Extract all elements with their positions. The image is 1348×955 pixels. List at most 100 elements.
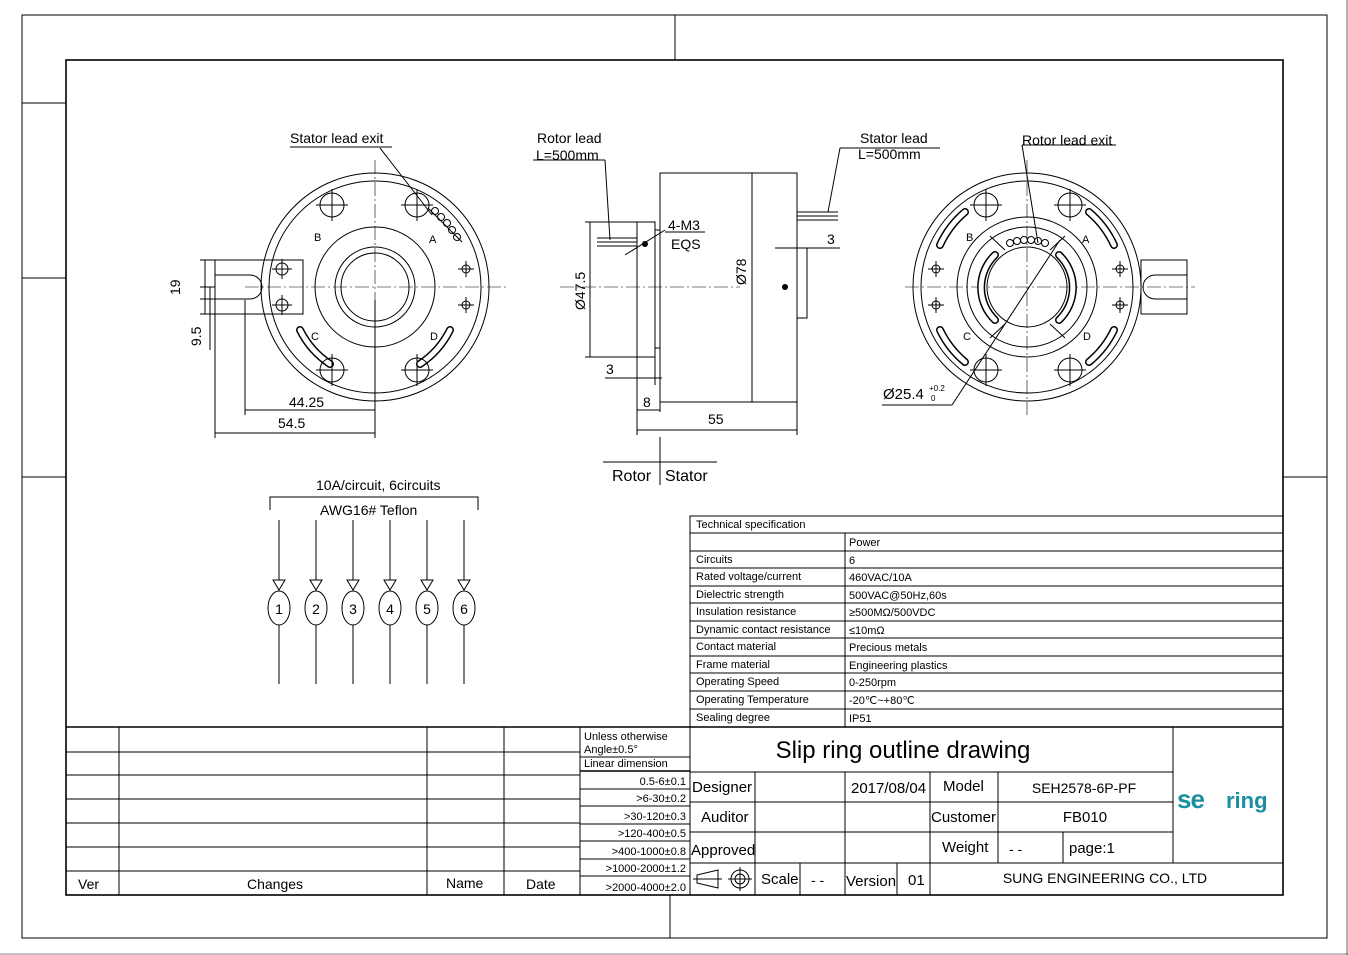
- label-c: C: [311, 331, 319, 343]
- spec-row: Frame material Engineering plastics: [696, 659, 948, 672]
- label-d: D: [1083, 331, 1091, 343]
- spec-value: ≤10mΩ: [849, 625, 885, 637]
- dim-19: 19: [167, 279, 183, 295]
- spec-value: 500VAC@50Hz,60s: [849, 590, 947, 602]
- label-a: A: [429, 234, 437, 246]
- label-d: D: [430, 331, 438, 343]
- spec-row: Insulation resistance≥500MΩ/500VDC: [696, 606, 935, 619]
- spec-header-power: Power: [849, 537, 881, 549]
- left-end-view: Stator lead exit 19 9.5 44.25 54.5 B A C…: [167, 130, 508, 438]
- logo-se: se: [1177, 784, 1204, 814]
- spec-label: Dielectric strength: [696, 589, 784, 601]
- spec-row: Contact material Precious metals: [696, 641, 928, 654]
- dim-55: 55: [708, 411, 724, 427]
- circuit-6: 6: [452, 520, 476, 684]
- spec-value: Precious metals: [849, 642, 928, 654]
- circuit-number: 4: [386, 601, 394, 617]
- circuit-number: 1: [275, 601, 283, 617]
- stator-lead-length: L=500mm: [858, 146, 921, 162]
- spec-label: Operating Speed: [696, 676, 779, 688]
- right-end-view: Rotor lead exit Ø25.4 +0.2 0 B A C D: [882, 132, 1195, 415]
- stator-lead-exit-label: Stator lead exit: [290, 130, 383, 146]
- logo-ring: ring: [1226, 788, 1268, 813]
- designer-label: Designer: [692, 779, 752, 796]
- spec-row: Operating Speed 0-250rpm: [696, 676, 896, 689]
- wire-spec: AWG16# Teflon: [320, 502, 417, 518]
- col-date: Date: [526, 876, 556, 892]
- dim-3-top: 3: [827, 231, 835, 247]
- wiring-rating: 10A/circuit, 6circuits: [316, 477, 440, 493]
- tol-angle: Angle±0.5°: [584, 744, 638, 756]
- spec-label: Dynamic contact resistance: [696, 624, 831, 636]
- label-b: B: [966, 232, 973, 244]
- revision-table: Ver Changes Name Date: [66, 726, 1283, 895]
- weight-value: - -: [1009, 841, 1023, 857]
- spec-value: 0-250rpm: [849, 677, 896, 689]
- model-label: Model: [943, 778, 984, 795]
- side-view: Rotor lead L=500mm Stator lead L=500mm 4…: [533, 130, 940, 485]
- tolerance-row: >120-400±0.5: [618, 828, 686, 840]
- approved-label: Approved: [691, 842, 755, 859]
- eqs-label: EQS: [671, 236, 701, 252]
- circuit-4: 4: [378, 520, 402, 684]
- spec-label: Operating Temperature: [696, 694, 809, 706]
- dim-8: 8: [643, 394, 651, 410]
- spec-label: Sealing degree: [696, 712, 770, 724]
- drawing-title: Slip ring outline drawing: [776, 737, 1031, 764]
- page-number: page:1: [1069, 840, 1115, 857]
- spec-value: 460VAC/10A: [849, 572, 912, 584]
- circuit-1: 1: [267, 520, 291, 684]
- tolerance-row: >2000-4000±2.0: [606, 882, 686, 894]
- dim-44-25: 44.25: [289, 394, 324, 410]
- circuit-3: 3: [341, 520, 365, 684]
- spec-row: Circuits 6: [696, 554, 855, 567]
- tolerance-row: 0.5-6±0.1: [640, 776, 686, 788]
- customer-value: FB010: [1063, 809, 1107, 826]
- tol-linear: Linear dimension: [584, 758, 668, 770]
- dim-54-5: 54.5: [278, 415, 305, 431]
- circuit-number: 2: [312, 601, 320, 617]
- wiring-diagram: 10A/circuit, 6circuits AWG16# Teflon 1 2 3…: [267, 477, 479, 684]
- circuit-number: 3: [349, 601, 357, 617]
- col-changes: Changes: [247, 876, 303, 892]
- tol-upper: +0.2: [929, 384, 945, 393]
- tolerance-row: >6-30±0.2: [636, 793, 686, 805]
- scale-value: - -: [811, 872, 825, 888]
- label-a: A: [1082, 234, 1090, 246]
- stator-lead-label: Stator lead: [860, 130, 928, 146]
- spec-value: IP51: [849, 713, 872, 725]
- title-block: Slip ring outline drawing Designer 2017/…: [690, 727, 1283, 895]
- technical-spec-table: Technical specification Power Circuits 6R…: [689, 515, 1284, 728]
- spec-label: Frame material: [696, 659, 770, 671]
- circuit-5: 5: [415, 520, 439, 684]
- rotor-lead-length: L=500mm: [536, 147, 599, 163]
- tolerance-table: Unless otherwise Angle±0.5° Linear dimen…: [580, 727, 691, 896]
- rotor-lead-label: Rotor lead: [537, 130, 602, 146]
- spec-value: Engineering plastics: [849, 660, 948, 672]
- dim-dia-25-4: Ø25.4: [883, 386, 924, 403]
- circuit-number: 6: [460, 601, 468, 617]
- spec-title: Technical specification: [696, 519, 805, 531]
- spec-label: Rated voltage/current: [696, 571, 801, 583]
- spec-label: Circuits: [696, 554, 733, 566]
- col-ver: Ver: [78, 876, 99, 892]
- spec-value: 6: [849, 555, 855, 567]
- auditor-label: Auditor: [701, 809, 749, 826]
- tol-lower: 0: [931, 394, 936, 403]
- dim-dia-47-5: Ø47.5: [572, 272, 588, 310]
- spec-row: Rated voltage/current 460VAC/10A: [696, 571, 912, 584]
- spec-label: Contact material: [696, 641, 776, 653]
- scale-label: Scale: [761, 871, 799, 888]
- version-value: 01: [908, 872, 925, 889]
- col-name: Name: [446, 875, 484, 891]
- rotor-label: Rotor: [612, 468, 652, 485]
- tol-unless: Unless otherwise: [584, 731, 668, 743]
- circuit-2: 2: [304, 520, 328, 684]
- weight-label: Weight: [942, 839, 989, 856]
- spec-row: Dielectric strength 500VAC@50Hz,60s: [696, 589, 947, 602]
- spec-row: Dynamic contact resistance ≤10mΩ: [696, 624, 885, 637]
- spec-value: -20℃~+80℃: [849, 695, 915, 707]
- rotor-lead-exit-label: Rotor lead exit: [1022, 132, 1112, 148]
- version-label: Version: [846, 873, 896, 890]
